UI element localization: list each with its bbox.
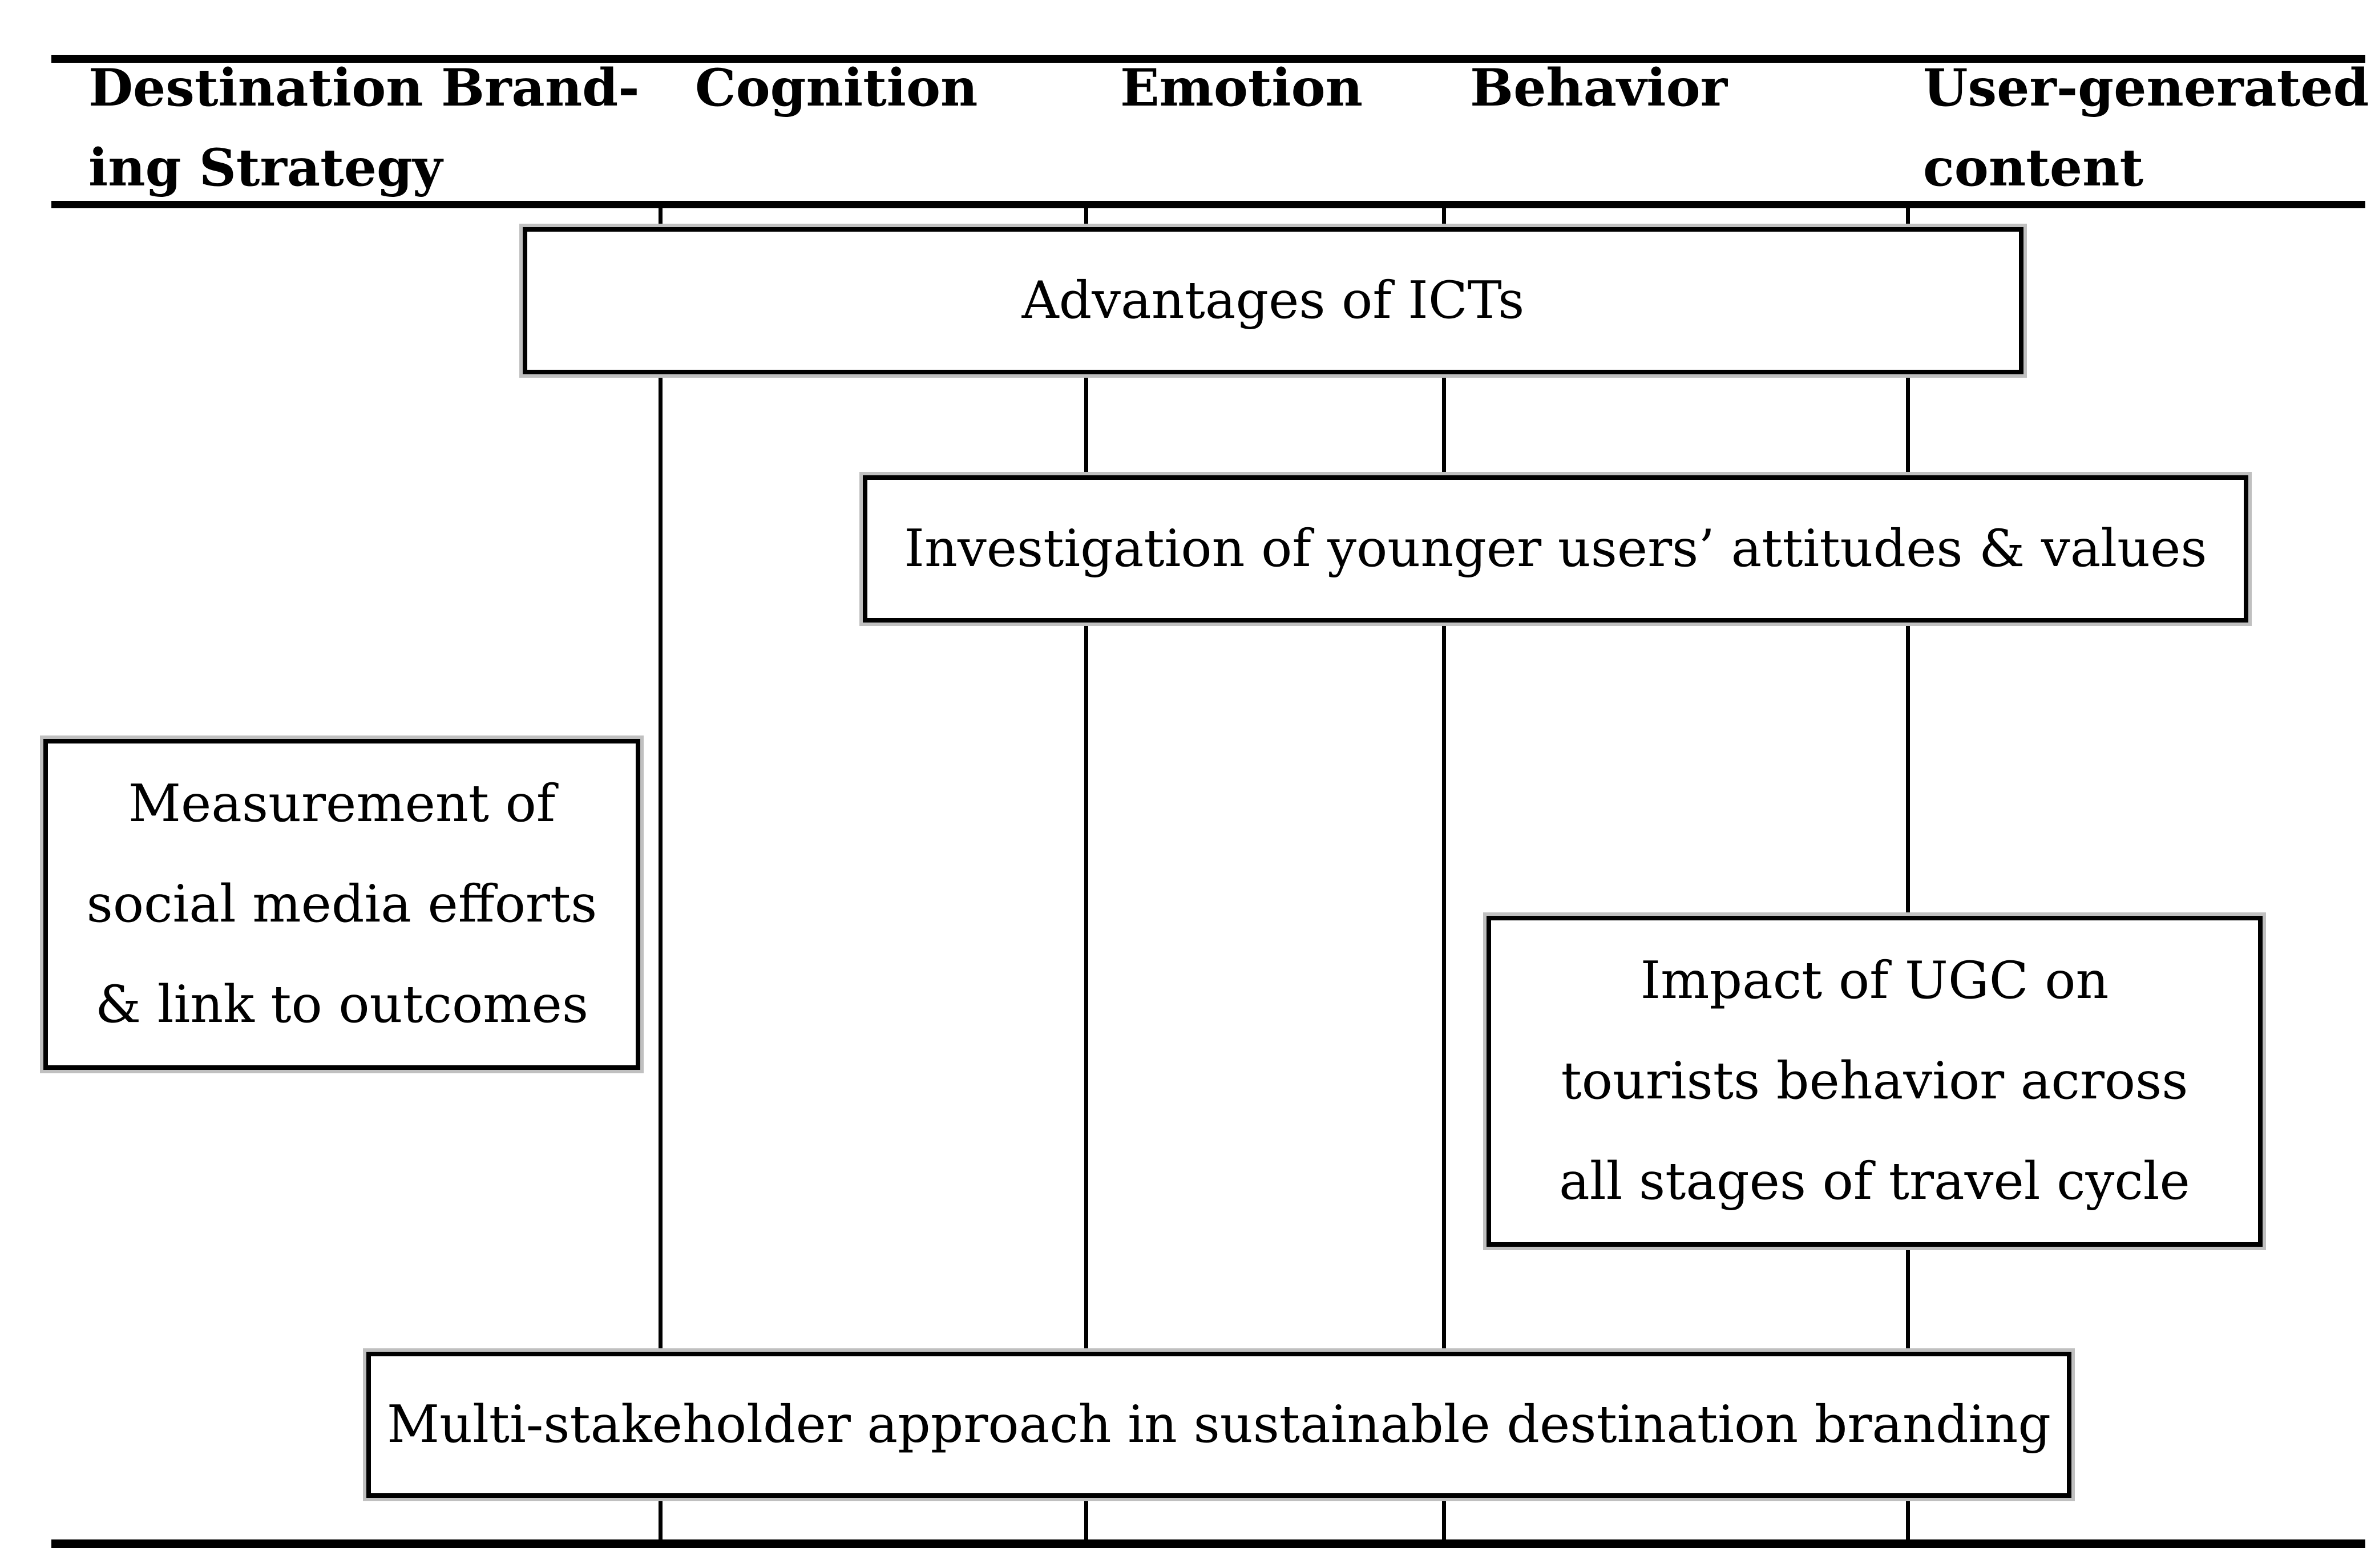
header-line: ing Strategy xyxy=(88,138,443,198)
box-investigation-younger-users-attitudes: Investigation of younger users’ attitude… xyxy=(863,475,2248,623)
column-header-emotion: Emotion xyxy=(1120,48,1363,128)
column-header-cognition: Cognition xyxy=(695,48,978,128)
text-line: Impact of UGC on xyxy=(1640,951,2109,1011)
box-advantages-of-icts: Advantages of ICTs xyxy=(523,227,2023,374)
bottom-rule xyxy=(51,1539,2365,1548)
header-separator-rule xyxy=(51,201,2365,208)
column-header-behavior: Behavior xyxy=(1470,48,1727,128)
text-line: & link to outcomes xyxy=(95,975,589,1034)
box-impact-of-ugc-on-tourists-behavior: Impact of UGC on tourists behavior acros… xyxy=(1487,916,2263,1247)
text-line: all stages of travel cycle xyxy=(1559,1151,2190,1211)
text-line: social media efforts xyxy=(86,874,597,934)
text-line: Multi-stakeholder approach in sustainabl… xyxy=(387,1395,2051,1454)
column-divider-behavior xyxy=(1442,208,1446,1539)
header-line: User-generated xyxy=(1923,58,2369,118)
box-multi-stakeholder-approach: Multi-stakeholder approach in sustainabl… xyxy=(366,1352,2071,1498)
text-line: Advantages of ICTs xyxy=(1021,270,1525,330)
column-divider-cognition xyxy=(659,208,663,1539)
box-measurement-social-media-efforts: Measurement of social media efforts & li… xyxy=(43,739,640,1070)
header-line: Behavior xyxy=(1470,58,1728,118)
header-line: Cognition xyxy=(695,58,978,118)
text-line: tourists behavior across xyxy=(1561,1051,2188,1111)
column-divider-emotion xyxy=(1084,208,1088,1539)
text-line: Measurement of xyxy=(128,774,556,834)
column-divider-user-generated-content xyxy=(1906,208,1910,1539)
header-line: content xyxy=(1923,138,2144,198)
column-header-user-generated-content: User-generated content xyxy=(1923,48,2369,208)
header-line: Emotion xyxy=(1120,58,1363,118)
header-line: Destination Brand- xyxy=(88,58,640,118)
column-header-destination-branding-strategy: Destination Brand- ing Strategy xyxy=(88,48,640,208)
text-line: Investigation of younger users’ attitude… xyxy=(904,519,2207,579)
top-rule xyxy=(51,55,2365,63)
